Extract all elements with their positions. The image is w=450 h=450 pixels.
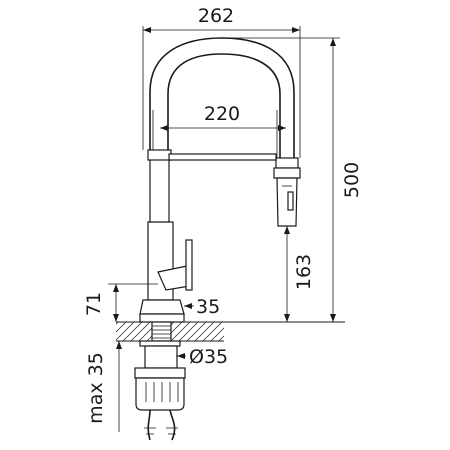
faucet-body — [134, 149, 193, 441]
overall-width-label: 262 — [198, 5, 234, 27]
countertop — [116, 321, 345, 342]
spout-bar — [168, 153, 277, 161]
dimension-base-height — [108, 283, 158, 322]
max-thickness-label: max 35 — [85, 352, 107, 424]
base-offset-label: 35 — [196, 296, 220, 318]
hole-diameter-label: Ø35 — [189, 346, 228, 368]
spray-head — [273, 157, 301, 227]
dimension-overall-width — [142, 26, 301, 158]
spray-height-label: 163 — [293, 254, 315, 290]
total-height-label: 500 — [341, 162, 363, 198]
spout-arch — [149, 37, 295, 158]
dimension-spout-reach — [160, 125, 286, 131]
dimension-total-height — [222, 37, 340, 322]
dimension-hole-diameter — [176, 353, 186, 359]
dimension-base-offset — [184, 303, 194, 309]
dimension-max-thickness — [116, 340, 138, 432]
spout-reach-label: 220 — [204, 103, 240, 125]
dimension-spray-height — [284, 226, 290, 322]
base-height-label: 71 — [83, 292, 105, 316]
